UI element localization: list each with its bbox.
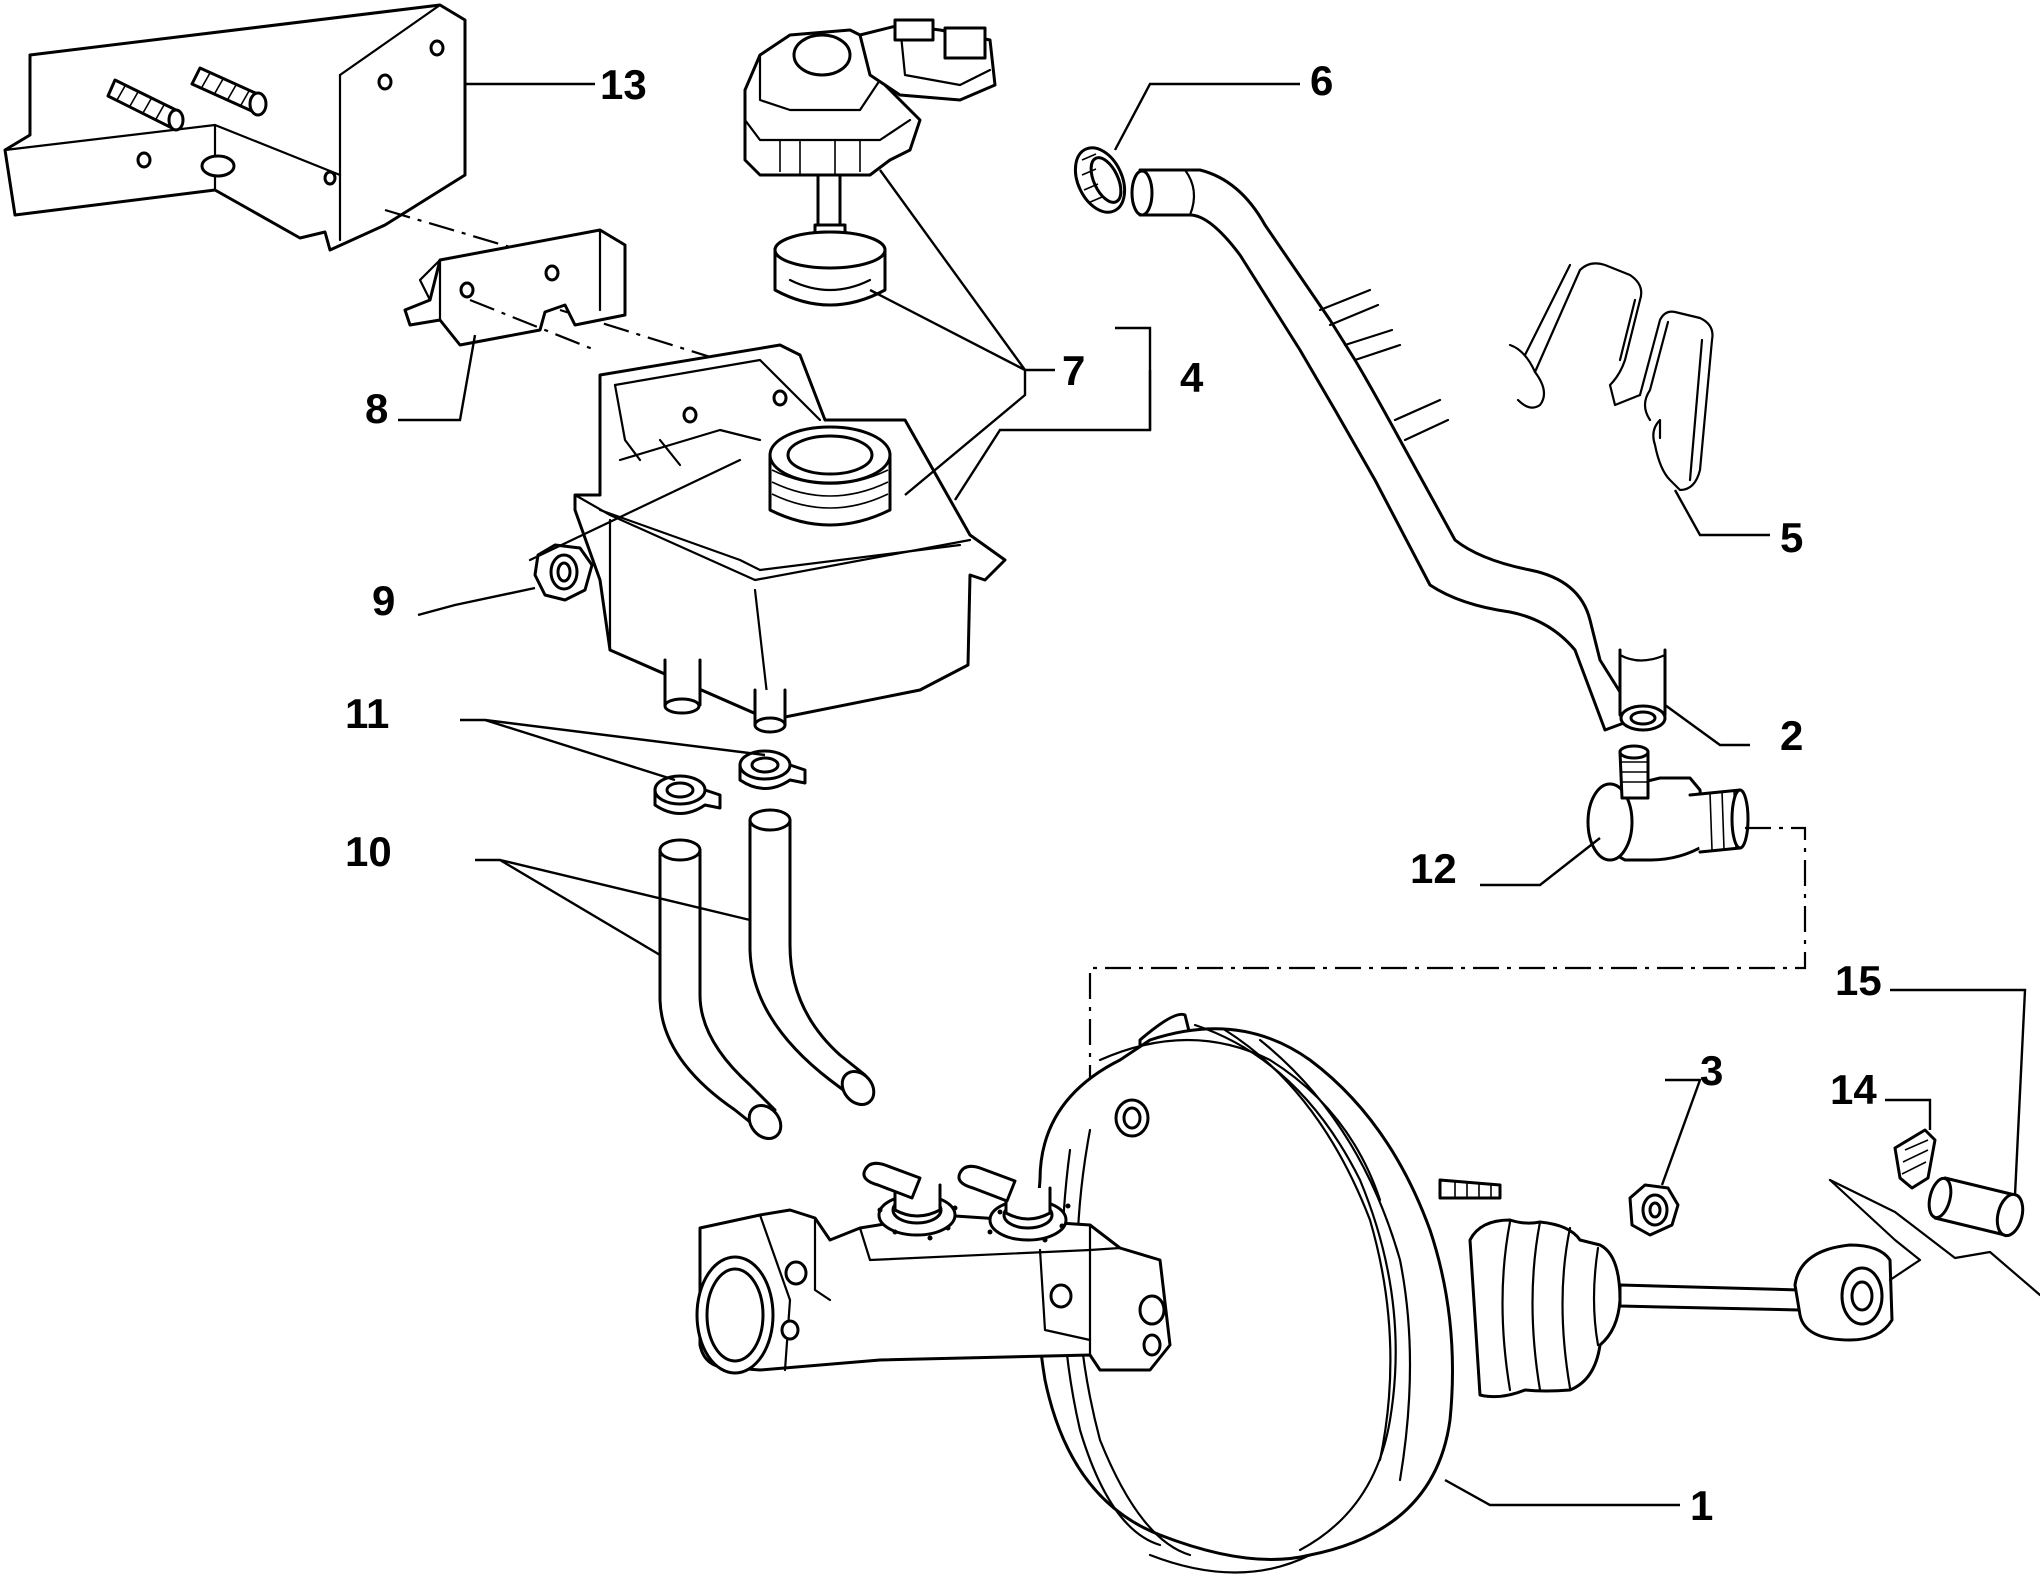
t-fitting-12 bbox=[1586, 744, 1750, 862]
hose-10a bbox=[658, 838, 783, 1140]
small-bracket-8 bbox=[403, 228, 627, 347]
callout-15: 15 bbox=[1835, 957, 1882, 1004]
vacuum-hose-2 bbox=[1130, 168, 1667, 732]
callout-6: 6 bbox=[1310, 57, 1333, 104]
brake-fluid-reservoir-4 bbox=[573, 343, 1007, 734]
reservoir-cap-sensor-7 bbox=[743, 18, 997, 307]
callout-12: 12 bbox=[1410, 845, 1457, 892]
hose-10b bbox=[748, 808, 876, 1106]
callout-5: 5 bbox=[1780, 514, 1803, 561]
callout-7: 7 bbox=[1062, 347, 1085, 394]
clip-14 bbox=[1893, 1128, 1937, 1190]
nut-9 bbox=[533, 543, 594, 602]
callout-labels: 1 2 3 4 5 6 7 8 9 10 11 12 13 14 15 bbox=[345, 57, 1882, 1529]
callout-8: 8 bbox=[365, 385, 388, 432]
leader-lines bbox=[398, 82, 2027, 1507]
callout-10: 10 bbox=[345, 828, 392, 875]
callout-2: 2 bbox=[1780, 712, 1803, 759]
hose-clip-11b bbox=[738, 749, 807, 790]
callout-3: 3 bbox=[1700, 1047, 1723, 1094]
pin-15 bbox=[1927, 1176, 2025, 1238]
callout-4: 4 bbox=[1180, 354, 1204, 401]
master-cylinder bbox=[695, 1161, 1172, 1375]
wire-clip-5 bbox=[1508, 262, 1714, 492]
mounting-bracket-13 bbox=[3, 3, 467, 252]
callout-13: 13 bbox=[600, 61, 647, 108]
callout-9: 9 bbox=[372, 577, 395, 624]
nut-3 bbox=[1628, 1183, 1680, 1237]
callout-11: 11 bbox=[345, 690, 389, 737]
hose-clip-11a bbox=[653, 774, 722, 815]
brake-booster-1 bbox=[1034, 1012, 1922, 1574]
callout-14: 14 bbox=[1830, 1066, 1877, 1113]
callout-1: 1 bbox=[1690, 1482, 1713, 1529]
hose-clamp-6 bbox=[1073, 146, 1127, 214]
